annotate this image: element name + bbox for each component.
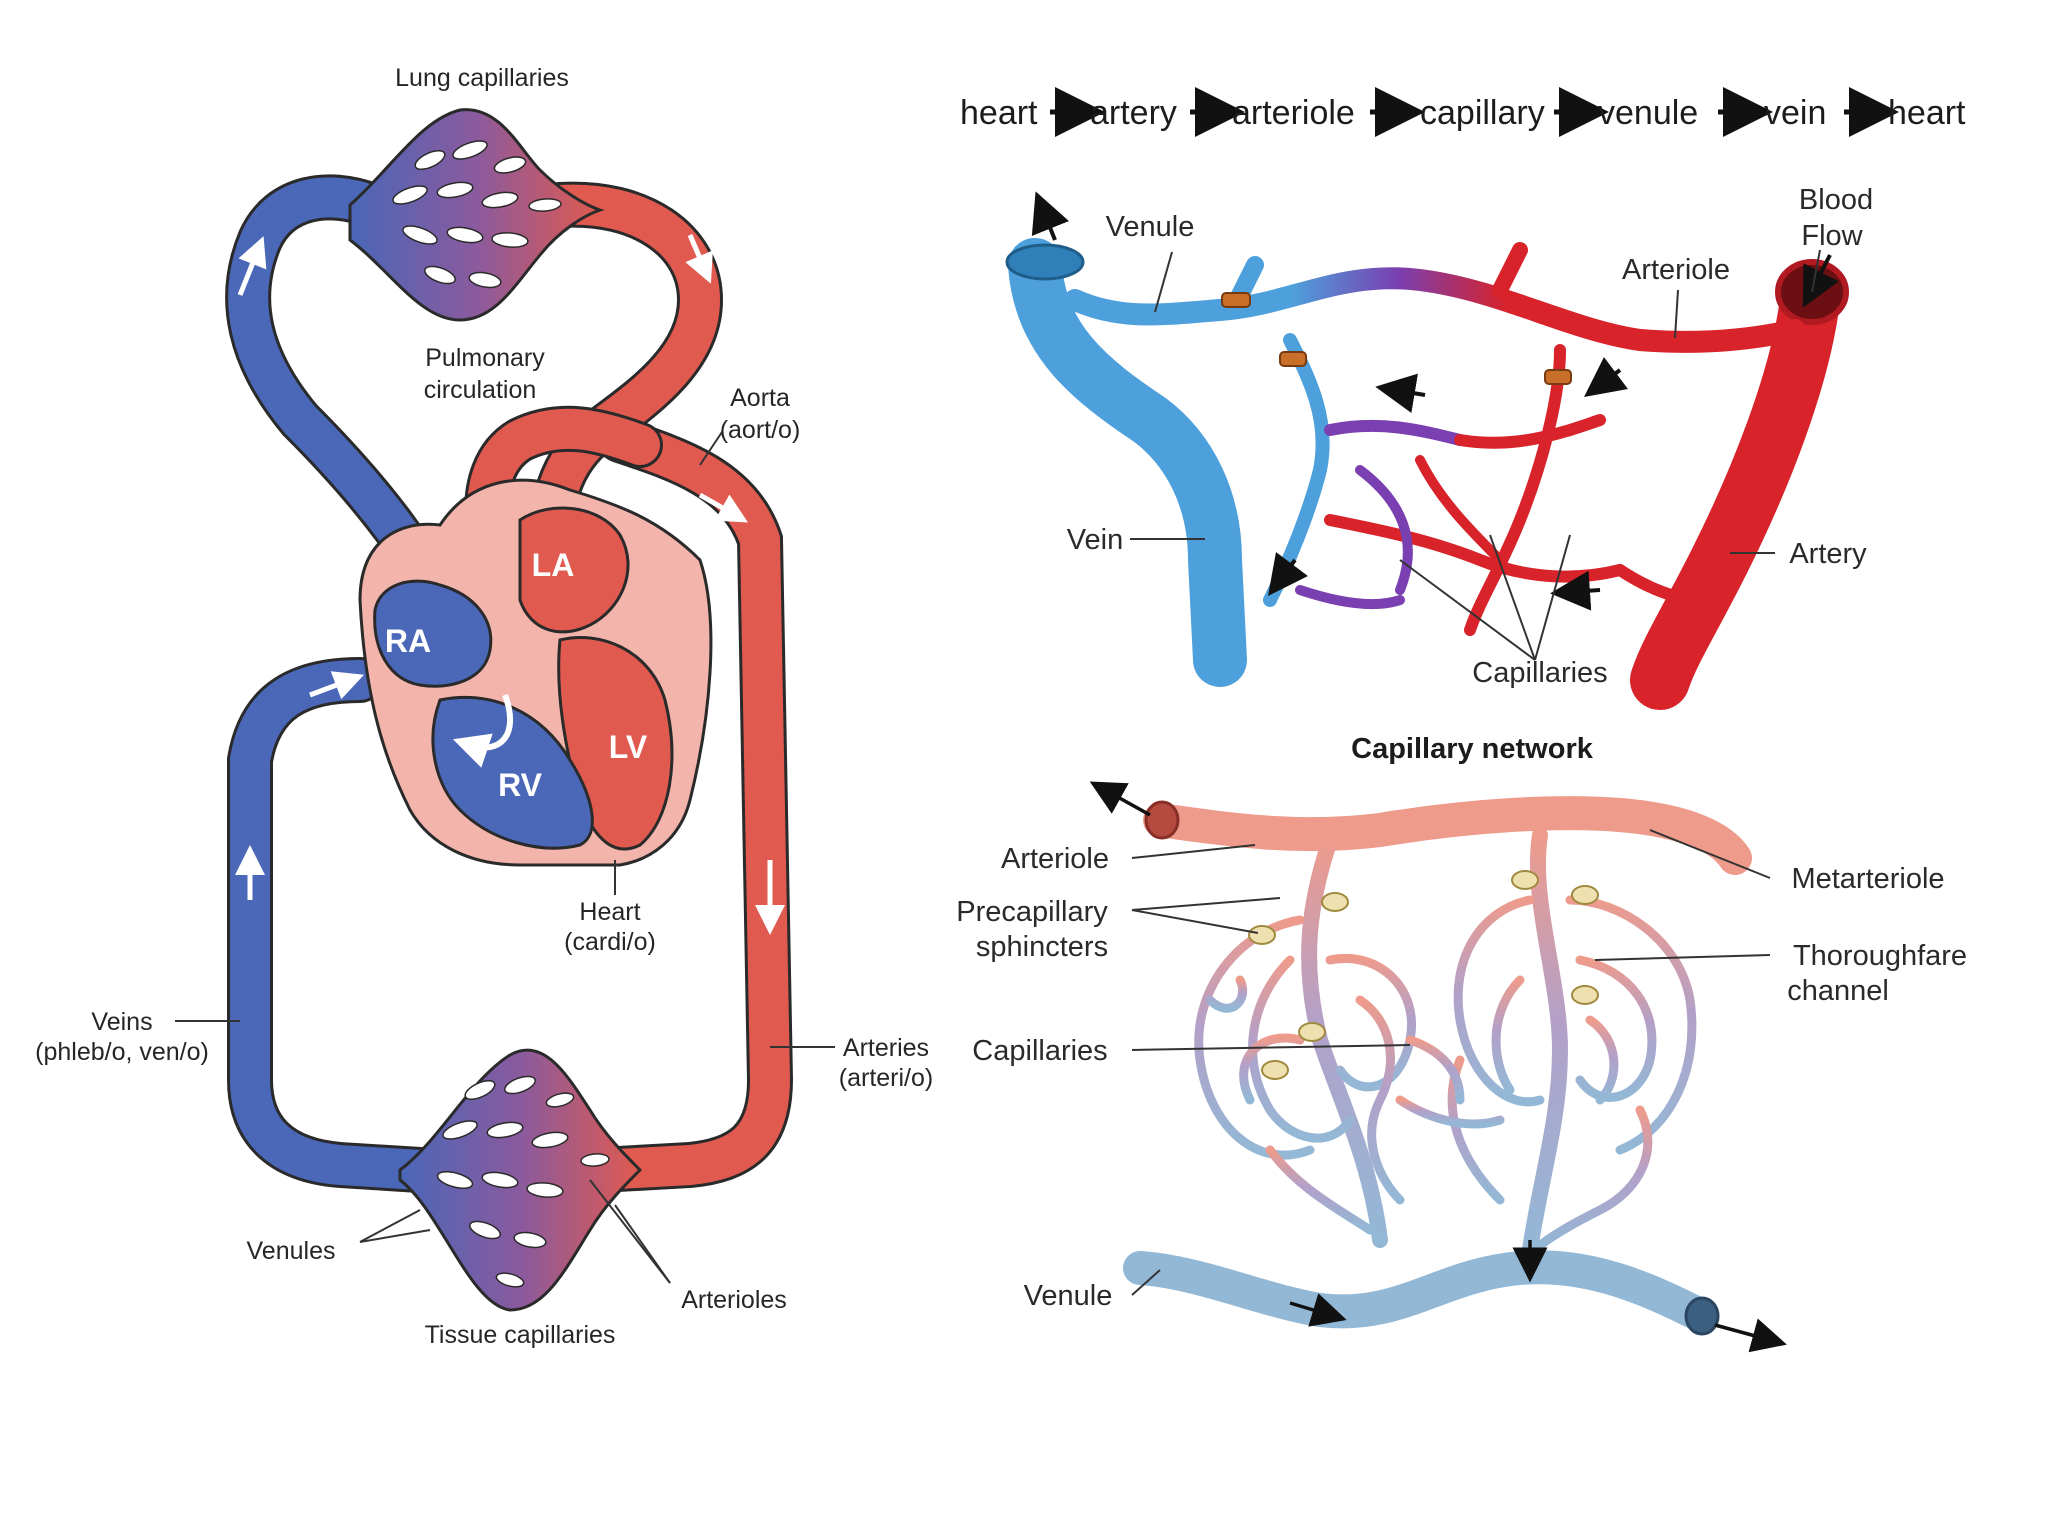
thoroughfare-label-line1: Thoroughfare — [1793, 940, 1967, 972]
capillary-mesh — [1263, 333, 1706, 636]
heart-curved-arrow — [452, 693, 513, 768]
arrow-into-artery — [1802, 254, 1839, 308]
venules-label: Venules — [247, 1237, 336, 1265]
chamber-lv-label: LV — [609, 729, 648, 765]
arrow-mesh-right — [1584, 357, 1628, 397]
aorta-label-line1: Aorta — [730, 384, 790, 412]
venule-arteriole-branch — [1064, 267, 1806, 353]
flow-step-4: capillary — [1420, 94, 1545, 132]
heart-label-line1: Heart — [579, 898, 640, 926]
arrow-up-pulmonary — [237, 236, 267, 296]
chamber-ra-label: RA — [385, 623, 431, 659]
vessel-venule-label: Venule — [1106, 211, 1195, 243]
flow-step-2: artery — [1090, 94, 1177, 132]
precapillary-sphincter-markers — [1248, 870, 1599, 1080]
vessel-arteriole-label: Arteriole — [1622, 254, 1730, 286]
flow-sequence: heart artery arteriole capillary venule … — [960, 87, 1966, 137]
network-venule-label: Venule — [1024, 1280, 1113, 1312]
flow-step-6: vein — [1764, 94, 1826, 132]
vessel-vein-label: Vein — [1067, 524, 1123, 556]
lung-capillary-bed — [348, 108, 605, 322]
circulation-loop-diagram: LA RA RV LV Lung capillaries Pulmonary c… — [35, 64, 933, 1349]
vessel-artery-label: Artery — [1789, 538, 1867, 570]
blood-flow-label-line1: Blood — [1799, 184, 1873, 216]
flow-step-3: arteriole — [1232, 94, 1355, 132]
heart — [358, 478, 713, 867]
network-capillary-loops — [1194, 895, 1697, 1255]
vessel-diagram: Venule Blood Flow Arteriole Vein Artery … — [1005, 184, 1873, 710]
veins-label-line1: Veins — [91, 1008, 152, 1036]
precapillary-label-line2: sphincters — [976, 931, 1108, 963]
veins-label-line2: (phleb/o, ven/o) — [35, 1038, 209, 1066]
arrow-into-ra — [309, 671, 365, 700]
network-arteriole-label: Arteriole — [1001, 843, 1109, 875]
network-arrow-in — [1089, 781, 1151, 817]
pulmonary-circulation-label-line2: circulation — [424, 376, 537, 404]
network-arrow-out — [1714, 1318, 1787, 1353]
precapillary-label-line1: Precapillary — [956, 896, 1108, 928]
capillary-network-title: Capillary network — [1351, 733, 1594, 765]
network-arrow-venule-1 — [1289, 1293, 1347, 1327]
arrow-mesh-top — [1375, 373, 1426, 414]
flow-step-5: venule — [1598, 94, 1698, 132]
metarteriole-label: Metarteriole — [1791, 863, 1944, 895]
arrow-down-pulmonary — [685, 234, 713, 284]
flow-direction-arrows — [235, 234, 785, 935]
left-atrium — [518, 506, 630, 634]
chamber-la-label: LA — [532, 547, 575, 583]
vein-tube — [1008, 238, 1247, 687]
aorta-label-line2: (aort/o) — [720, 416, 801, 444]
artery-tube — [1630, 270, 1840, 710]
flow-step-1: heart — [960, 94, 1038, 132]
network-arteriole — [1143, 796, 1752, 875]
heart-label-line2: (cardi/o) — [564, 928, 656, 956]
arrow-mesh-left — [1550, 570, 1601, 611]
network-capillaries-label: Capillaries — [972, 1035, 1107, 1067]
network-arteriole-opening — [1144, 800, 1180, 840]
right-atrium — [373, 579, 493, 688]
capillary-network-diagram: Capillary network — [956, 733, 1967, 1353]
arterioles-label: Arterioles — [681, 1286, 787, 1314]
network-venule — [1123, 1250, 1717, 1332]
arteries-label-line2: (arteri/o) — [839, 1064, 933, 1092]
arrow-aorta — [698, 492, 749, 523]
arteries-label-line1: Arteries — [843, 1034, 929, 1062]
network-venule-opening — [1684, 1296, 1720, 1336]
tissue-capillary-bed — [398, 1048, 643, 1312]
arrow-out-vein — [1031, 191, 1069, 241]
thoroughfare-label-line2: channel — [1787, 975, 1889, 1007]
vessel-capillaries-label: Capillaries — [1472, 657, 1607, 689]
vein-opening — [1005, 243, 1085, 281]
chamber-rv-label: RV — [498, 767, 543, 803]
tissue-capillaries-label: Tissue capillaries — [425, 1321, 616, 1349]
pulmonary-circulation-label-line1: Pulmonary — [425, 344, 545, 372]
blood-flow-label-line2: Flow — [1801, 220, 1863, 252]
lung-capillaries-label: Lung capillaries — [395, 64, 569, 92]
flow-step-7: heart — [1888, 94, 1966, 132]
arrow-mesh-down — [1268, 552, 1308, 596]
